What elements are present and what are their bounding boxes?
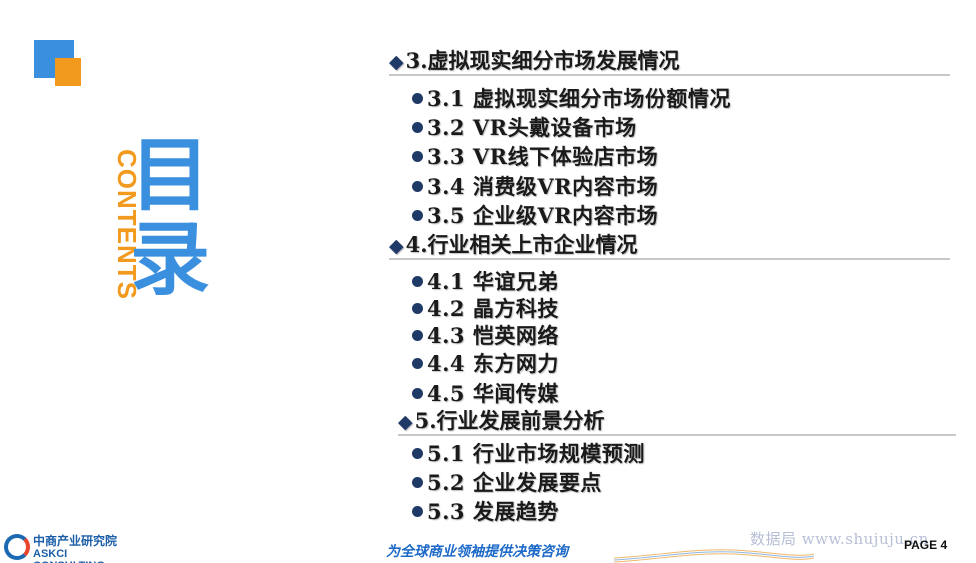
logo-ring-icon xyxy=(4,534,30,560)
toc-item[interactable]: 4.5 华闻传媒 xyxy=(412,378,559,408)
dot-bullet-icon xyxy=(412,276,423,287)
watermark: 数据局 www.shujuju.cn xyxy=(750,530,929,548)
dot-bullet-icon xyxy=(412,151,423,162)
dot-bullet-icon xyxy=(412,477,423,488)
toc-item[interactable]: 4.4 东方网力 xyxy=(412,348,559,378)
item-label: 3.2 VR头戴设备市场 xyxy=(427,115,637,140)
item-label: 3.4 消费级VR内容市场 xyxy=(427,174,659,199)
logo-name-en: ASKCI CONSULTING xyxy=(33,548,105,563)
footer-slogan: 为全球商业领袖提供决策咨询 xyxy=(386,544,568,560)
divider xyxy=(389,258,950,260)
item-label: 4.2 晶方科技 xyxy=(427,296,559,321)
dot-bullet-icon xyxy=(412,181,423,192)
toc-item[interactable]: 3.4 消费级VR内容市场 xyxy=(412,171,658,201)
toc-item[interactable]: 3.2 VR头戴设备市场 xyxy=(412,112,637,142)
page-title: 目录 xyxy=(130,129,210,306)
dot-bullet-icon xyxy=(412,448,423,459)
item-label: 3.3 VR线下体验店市场 xyxy=(427,144,659,169)
toc-section-4[interactable]: ◆4.行业相关上市企业情况 xyxy=(389,229,638,259)
item-label: 3.5 企业级VR内容市场 xyxy=(427,203,659,228)
dot-bullet-icon xyxy=(412,303,423,314)
section-title: 3.虚拟现实细分市场发展情况 xyxy=(405,48,680,73)
dot-bullet-icon xyxy=(412,388,423,399)
dot-bullet-icon xyxy=(412,330,423,341)
dot-bullet-icon xyxy=(412,358,423,369)
dot-bullet-icon xyxy=(412,506,423,517)
dot-bullet-icon xyxy=(412,122,423,133)
page-number: PAGE 4 xyxy=(904,538,948,552)
divider xyxy=(398,434,956,436)
wave-decoration-icon xyxy=(614,549,814,563)
item-label: 4.1 华谊兄弟 xyxy=(427,269,559,294)
diamond-bullet-icon: ◆ xyxy=(389,235,404,257)
toc-section-5[interactable]: ◆5.行业发展前景分析 xyxy=(398,405,605,435)
item-label: 4.5 华闻传媒 xyxy=(427,381,559,406)
toc-item[interactable]: 3.1 虚拟现实细分市场份额情况 xyxy=(412,83,731,113)
toc-item[interactable]: 4.3 恺英网络 xyxy=(412,320,559,350)
item-label: 4.3 恺英网络 xyxy=(427,323,559,348)
item-label: 5.2 企业发展要点 xyxy=(427,470,602,495)
toc-item[interactable]: 4.2 晶方科技 xyxy=(412,293,559,323)
toc-item[interactable]: 3.3 VR线下体验店市场 xyxy=(412,141,658,171)
toc-item[interactable]: 3.5 企业级VR内容市场 xyxy=(412,200,658,230)
toc-item[interactable]: 5.3 发展趋势 xyxy=(412,496,559,526)
toc-item[interactable]: 4.1 华谊兄弟 xyxy=(412,266,559,296)
company-logo: 中商产业研究院 ASKCI CONSULTING xyxy=(4,532,134,563)
decor-square-orange xyxy=(55,58,81,86)
item-label: 5.1 行业市场规模预测 xyxy=(427,441,645,466)
item-label: 4.4 东方网力 xyxy=(427,351,559,376)
toc-section-3[interactable]: ◆3.虚拟现实细分市场发展情况 xyxy=(389,45,680,75)
item-label: 5.3 发展趋势 xyxy=(427,499,559,524)
dot-bullet-icon xyxy=(412,210,423,221)
diamond-bullet-icon: ◆ xyxy=(398,411,413,433)
divider xyxy=(389,74,950,76)
section-title: 4.行业相关上市企业情况 xyxy=(405,232,638,257)
dot-bullet-icon xyxy=(412,93,423,104)
logo-name-cn: 中商产业研究院 xyxy=(33,534,118,548)
section-title: 5.行业发展前景分析 xyxy=(414,408,605,433)
item-label: 3.1 虚拟现实细分市场份额情况 xyxy=(427,86,731,111)
toc-item[interactable]: 5.1 行业市场规模预测 xyxy=(412,438,645,468)
diamond-bullet-icon: ◆ xyxy=(389,51,404,73)
toc-item[interactable]: 5.2 企业发展要点 xyxy=(412,467,602,497)
